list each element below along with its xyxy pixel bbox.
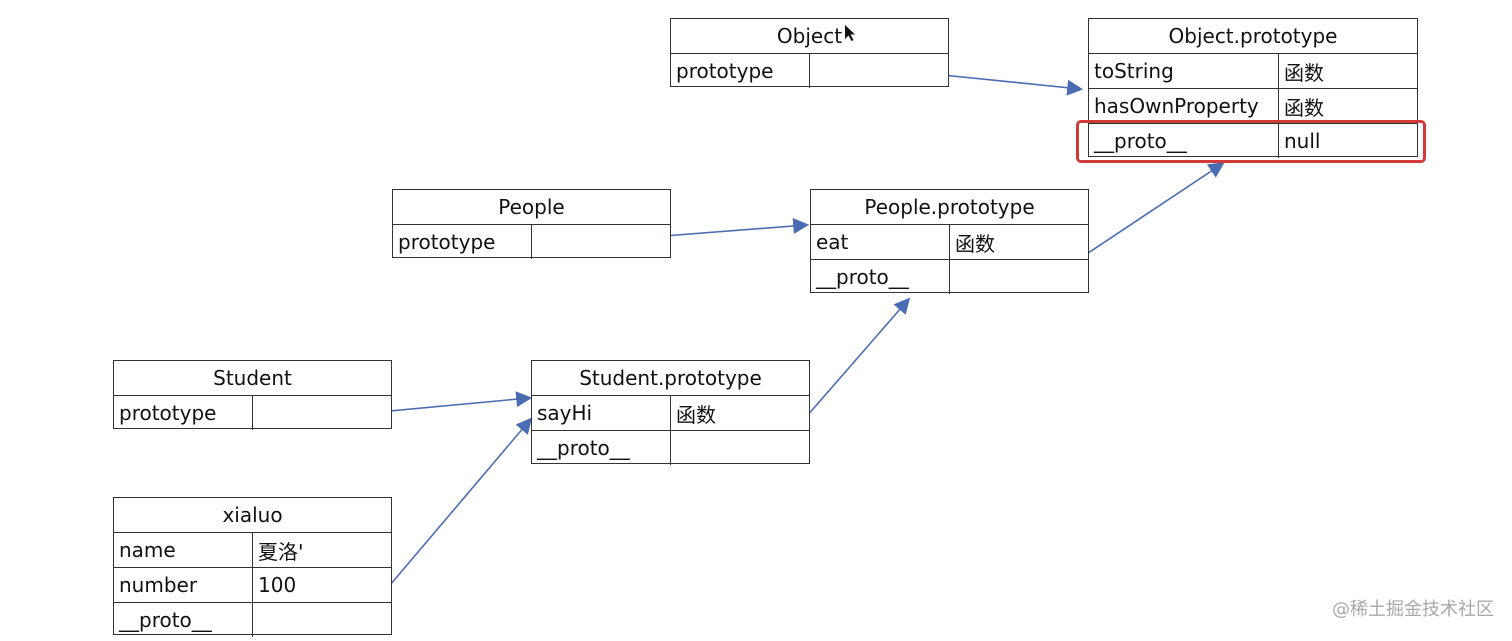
people-title: People — [393, 190, 670, 225]
student-row-prototype: prototype — [114, 396, 391, 430]
people-prototype-title: People.prototype — [811, 190, 1088, 225]
object-prototype-row-tostring: toString 函数 — [1089, 54, 1417, 89]
student-prototype-sayhi-value: 函数 — [676, 402, 716, 427]
object-prototype-row-hasownproperty: hasOwnProperty 函数 — [1089, 89, 1417, 124]
xialuo-proto-value — [253, 603, 391, 637]
object-prototype-hasownproperty-key: hasOwnProperty — [1089, 89, 1279, 123]
student-prototype-title: Student.prototype — [532, 361, 809, 396]
object-row-prototype: prototype — [671, 54, 948, 88]
people-row-prototype: prototype — [393, 225, 670, 259]
xialuo-title: xialuo — [114, 498, 391, 533]
xialuo-number-key: number — [114, 568, 253, 602]
object-prototype-proto-key: __proto__ — [1089, 124, 1279, 158]
people-prototype-key: prototype — [393, 225, 532, 259]
people-prototype-eat-key: eat — [811, 225, 950, 259]
xialuo-name-key: name — [114, 533, 253, 567]
people-prototype-proto-key: __proto__ — [811, 260, 950, 294]
mouse-cursor-icon — [845, 25, 855, 41]
people-prototype-row-proto: __proto__ — [811, 260, 1088, 294]
xialuo-row-proto: __proto__ — [114, 603, 391, 637]
xialuo-row-number: number 100 — [114, 568, 391, 603]
student-title: Student — [114, 361, 391, 396]
object-title: Object — [671, 19, 948, 54]
object-prototype-box: Object.prototype toString 函数 hasOwnPrope… — [1088, 18, 1418, 158]
object-prototype-proto-value: null — [1284, 129, 1321, 153]
student-box: Student prototype — [113, 360, 392, 430]
people-prototype-eat-value: 函数 — [955, 231, 995, 256]
proto-null-highlight — [1076, 120, 1426, 163]
student-prototype-value — [253, 396, 391, 430]
student-prototype-key: prototype — [114, 396, 253, 430]
people-prototype-row-eat: eat 函数 — [811, 225, 1088, 260]
people-prototype-proto-value — [950, 260, 1088, 294]
xialuo-proto-key: __proto__ — [114, 603, 253, 637]
object-prototype-key: prototype — [671, 54, 810, 88]
student-prototype-row-sayhi: sayHi 函数 — [532, 396, 809, 431]
people-prototype-value — [532, 225, 670, 259]
xialuo-row-name: name 夏洛' — [114, 533, 391, 568]
people-prototype-box: People.prototype eat 函数 __proto__ — [810, 189, 1089, 294]
object-prototype-value — [810, 54, 948, 88]
xialuo-box: xialuo name 夏洛' number 100 __proto__ — [113, 497, 392, 637]
object-prototype-tostring-key: toString — [1089, 54, 1279, 88]
people-box: People prototype — [392, 189, 671, 259]
object-prototype-title: Object.prototype — [1089, 19, 1417, 54]
watermark: @稀土掘金技术社区 — [1332, 599, 1494, 620]
object-prototype-row-proto: __proto__ null — [1089, 124, 1417, 158]
student-prototype-row-proto: __proto__ — [532, 431, 809, 465]
student-prototype-sayhi-key: sayHi — [532, 396, 671, 430]
object-prototype-tostring-value: 函数 — [1284, 60, 1324, 85]
object-prototype-hasownproperty-value: 函数 — [1284, 95, 1324, 120]
student-prototype-proto-value — [671, 431, 809, 465]
xialuo-name-value: 夏洛' — [258, 539, 304, 564]
student-prototype-proto-key: __proto__ — [532, 431, 671, 465]
xialuo-number-value: 100 — [258, 573, 297, 597]
student-prototype-box: Student.prototype sayHi 函数 __proto__ — [531, 360, 810, 465]
object-box: Object prototype — [670, 18, 949, 88]
